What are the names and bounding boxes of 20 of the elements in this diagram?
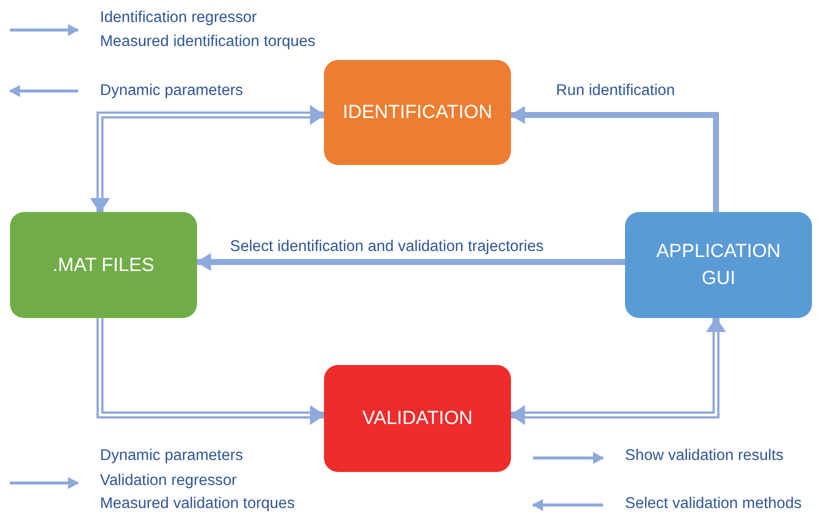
double-line-arrow [96,318,325,425]
double-line-arrow [510,317,726,425]
legend-text: Measured validation torques [100,495,295,513]
process-box [625,212,812,318]
arrow [196,253,625,271]
arrow [510,106,719,212]
process-box [10,212,197,318]
node-label: APPLICATION GUI [655,240,782,291]
legend-text: Measured identification torques [100,33,316,51]
node-label: VALIDATION [362,407,473,431]
legend-text: Dynamic parameters [100,82,243,100]
edge-label: Select identification and validation trajectories [230,238,544,256]
process-box [324,60,511,165]
legend-text: Dynamic parameters [100,447,243,465]
node-label: .MAT FILES [52,254,154,278]
legend-text: Validation regressor [100,472,237,490]
legend-text: Identification regressor [100,9,257,27]
process-box [324,365,511,472]
node-label: IDENTIFICATION [342,101,492,125]
double-line-arrow [90,105,325,213]
